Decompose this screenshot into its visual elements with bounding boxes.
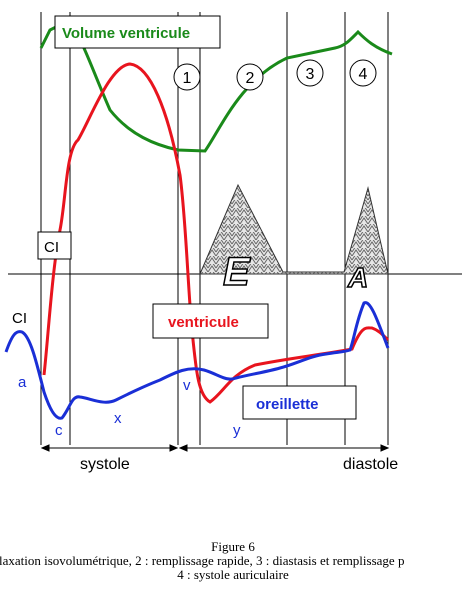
atrium-label: oreillette xyxy=(256,396,319,413)
ci-left-label: CI xyxy=(12,310,27,327)
ventricle-label-box xyxy=(152,303,269,339)
wave-y-label: y xyxy=(233,422,241,439)
wave-v-label: v xyxy=(183,377,191,394)
phase-2-label: 2 xyxy=(246,70,255,87)
arrow-head xyxy=(169,444,179,452)
phase-3-label: 3 xyxy=(306,66,315,83)
doppler-mitral-flow xyxy=(199,183,389,275)
phase-3-circle xyxy=(296,59,324,87)
phase-4-circle xyxy=(349,59,377,87)
wave-a-label: a xyxy=(18,374,27,391)
volume-label: Volume ventricule xyxy=(62,25,190,42)
caption-line-2: 4 : systole auriculaire xyxy=(177,567,289,582)
wave-x-label: x xyxy=(114,410,122,427)
caption-line-1: laxation isovolumétrique, 2 : remplissag… xyxy=(0,553,404,568)
phase-4-label: 4 xyxy=(359,66,368,83)
volume-label-box xyxy=(54,15,221,49)
arrow-head xyxy=(178,444,188,452)
phase-1-circle xyxy=(173,63,201,91)
phase-1-label: 1 xyxy=(183,70,192,87)
systole-label: systole xyxy=(80,456,130,473)
ci-top-label: CI xyxy=(44,239,59,256)
phase-2-circle xyxy=(236,63,264,91)
phase-dividers xyxy=(40,12,389,445)
doppler-e-label: E xyxy=(223,250,251,294)
ventricle-pressure-curve xyxy=(42,62,390,404)
phase-markers: 1 2 3 4 xyxy=(173,59,377,91)
phase-arrows xyxy=(40,444,390,452)
doppler-a-label: A xyxy=(347,262,368,293)
ci-top-box xyxy=(37,231,72,260)
figure-title: Figure 6 xyxy=(211,539,255,554)
diastole-label: diastole xyxy=(343,456,398,473)
ventricle-label: ventricule xyxy=(168,314,239,331)
atrium-label-box xyxy=(242,385,357,420)
atrial-pressure-curve xyxy=(4,301,390,420)
arrow-head xyxy=(380,444,390,452)
volume-curve xyxy=(39,20,393,153)
arrow-head xyxy=(40,444,50,452)
wave-c-label: c xyxy=(55,422,63,439)
